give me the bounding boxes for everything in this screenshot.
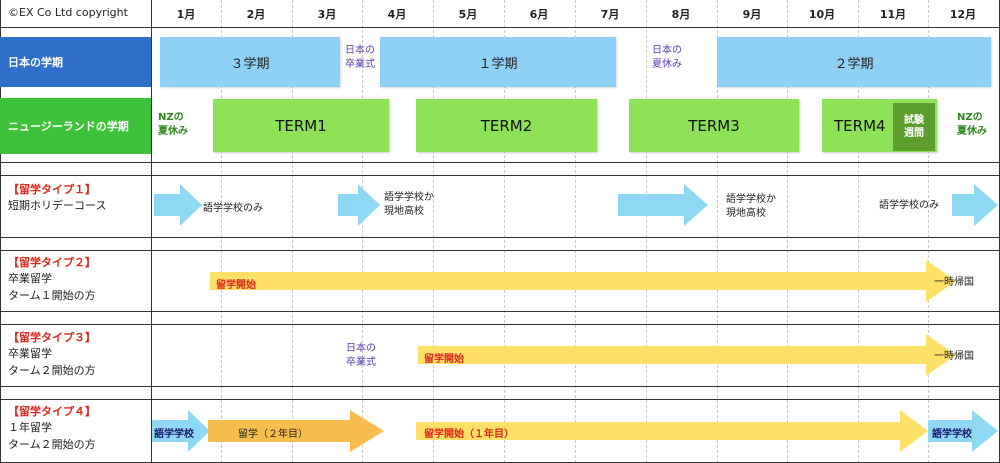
- type1-note-lang-only-1: 語学学校のみ: [203, 203, 263, 214]
- divider: [0, 250, 1000, 251]
- grid-line: [433, 0, 434, 463]
- type4-line1: １年留学: [8, 421, 52, 434]
- type3-heading: 【留学タイプ３】: [8, 331, 96, 344]
- grid-line: [646, 0, 647, 463]
- grid-line: [221, 0, 222, 463]
- type4-label: 【留学タイプ４】 １年留学 ターム２開始の方: [8, 403, 96, 453]
- divider: [0, 237, 1000, 238]
- nz-summer-note-right: NZの夏休み: [957, 112, 987, 137]
- japan-term-label: 日本の学期: [0, 37, 151, 87]
- type4-line2: ターム２開始の方: [8, 438, 96, 451]
- type2-end-label: 一時帰国: [934, 277, 974, 288]
- divider: [0, 162, 1000, 163]
- month-label: 7月: [600, 8, 620, 21]
- japan-term-2: ２学期: [717, 37, 991, 87]
- divider: [0, 311, 1000, 312]
- type4-arrows: [152, 410, 998, 452]
- type4-arrow-lang-end: [928, 410, 998, 452]
- type2-heading: 【留学タイプ２】: [8, 256, 96, 269]
- type1-note-lang-only-2: 語学学校のみ: [879, 200, 939, 211]
- type4-arrow-second-year: [208, 410, 384, 452]
- nz-term2: TERM2: [416, 99, 597, 152]
- divider: [0, 399, 1000, 400]
- japan-summer-note: 日本の夏休み: [652, 45, 682, 70]
- month-label: 4月: [387, 8, 407, 21]
- grid-line: [575, 0, 576, 463]
- type2-arrow: [210, 260, 956, 302]
- type2-line2: ターム１開始の方: [8, 289, 96, 302]
- type1-heading: 【留学タイプ１】: [8, 183, 96, 196]
- type3-end-label: 一時帰国: [934, 351, 974, 362]
- divider: [0, 324, 1000, 325]
- month-label: 9月: [742, 8, 762, 21]
- type3-graduation-note: 日本の卒業式: [346, 343, 376, 368]
- type1-arrow-jul: [618, 184, 708, 226]
- month-label: 1月: [176, 8, 196, 21]
- grid-line: [787, 0, 788, 463]
- type4-arrow-first-year: [416, 410, 928, 452]
- label-column-border: [151, 0, 152, 463]
- divider: [0, 386, 1000, 387]
- month-label: 6月: [529, 8, 549, 21]
- type4-second-year-label: 留学（２年目）: [238, 429, 308, 440]
- month-label: 10月: [808, 8, 836, 21]
- type1-arrows: [154, 184, 998, 226]
- month-label: 3月: [317, 8, 337, 21]
- type4-heading: 【留学タイプ４】: [8, 405, 96, 418]
- grid-line: [292, 0, 293, 463]
- grid-line: [504, 0, 505, 463]
- type4-first-year-label: 留学開始（１年目）: [424, 429, 514, 440]
- japan-graduation-note: 日本の卒業式: [345, 45, 375, 70]
- grid-line: [362, 0, 363, 463]
- grid-line: [928, 0, 929, 463]
- month-label: 11月: [879, 8, 907, 21]
- type2-label: 【留学タイプ２】 卒業留学 ターム１開始の方: [8, 254, 96, 304]
- month-label: 8月: [671, 8, 691, 21]
- type3-arrow: [418, 334, 956, 376]
- type1-arrow-jan: [154, 184, 202, 226]
- nz-term3: TERM3: [629, 99, 799, 152]
- month-label: 5月: [458, 8, 478, 21]
- type2-line1: 卒業留学: [8, 272, 52, 285]
- type2-arrow-label: 留学開始: [216, 280, 256, 291]
- left-border: [0, 0, 1, 463]
- type3-line2: ターム２開始の方: [8, 364, 96, 377]
- nz-summer-note-left: NZの夏休み: [158, 112, 188, 137]
- nz-exam-week: 試験週間: [893, 103, 935, 151]
- type1-note-lang-or-high-2: 語学学校か現地高校: [726, 194, 776, 219]
- type3-arrow-label: 留学開始: [424, 354, 464, 365]
- type3-line1: 卒業留学: [8, 347, 52, 360]
- type1-arrow-dec: [952, 184, 998, 226]
- type1-label: 【留学タイプ１】 短期ホリデーコース: [8, 181, 106, 214]
- month-label: 2月: [246, 8, 266, 21]
- type1-arrow-mar: [338, 184, 380, 226]
- type1-desc: 短期ホリデーコース: [8, 199, 107, 212]
- divider: [0, 27, 1000, 28]
- type3-label: 【留学タイプ３】 卒業留学 ターム２開始の方: [8, 329, 96, 379]
- nz-term-label: ニュージーランドの学期: [0, 98, 151, 154]
- type4-arrow-lang-start: [152, 410, 210, 452]
- month-label: 12月: [949, 8, 977, 21]
- type4-lang-end-label: 語学学校: [932, 429, 972, 440]
- type4-lang-start-label: 語学学校: [154, 429, 194, 440]
- type1-note-lang-or-high-1: 語学学校か現地高校: [384, 192, 434, 217]
- copyright-text: ©EX Co Ltd copyright: [8, 6, 128, 19]
- japan-term-1: １学期: [380, 37, 616, 87]
- japan-term-3: ３学期: [160, 37, 340, 87]
- grid-line: [858, 0, 859, 463]
- grid-line: [717, 0, 718, 463]
- nz-term1: TERM1: [213, 99, 389, 152]
- divider: [0, 175, 1000, 176]
